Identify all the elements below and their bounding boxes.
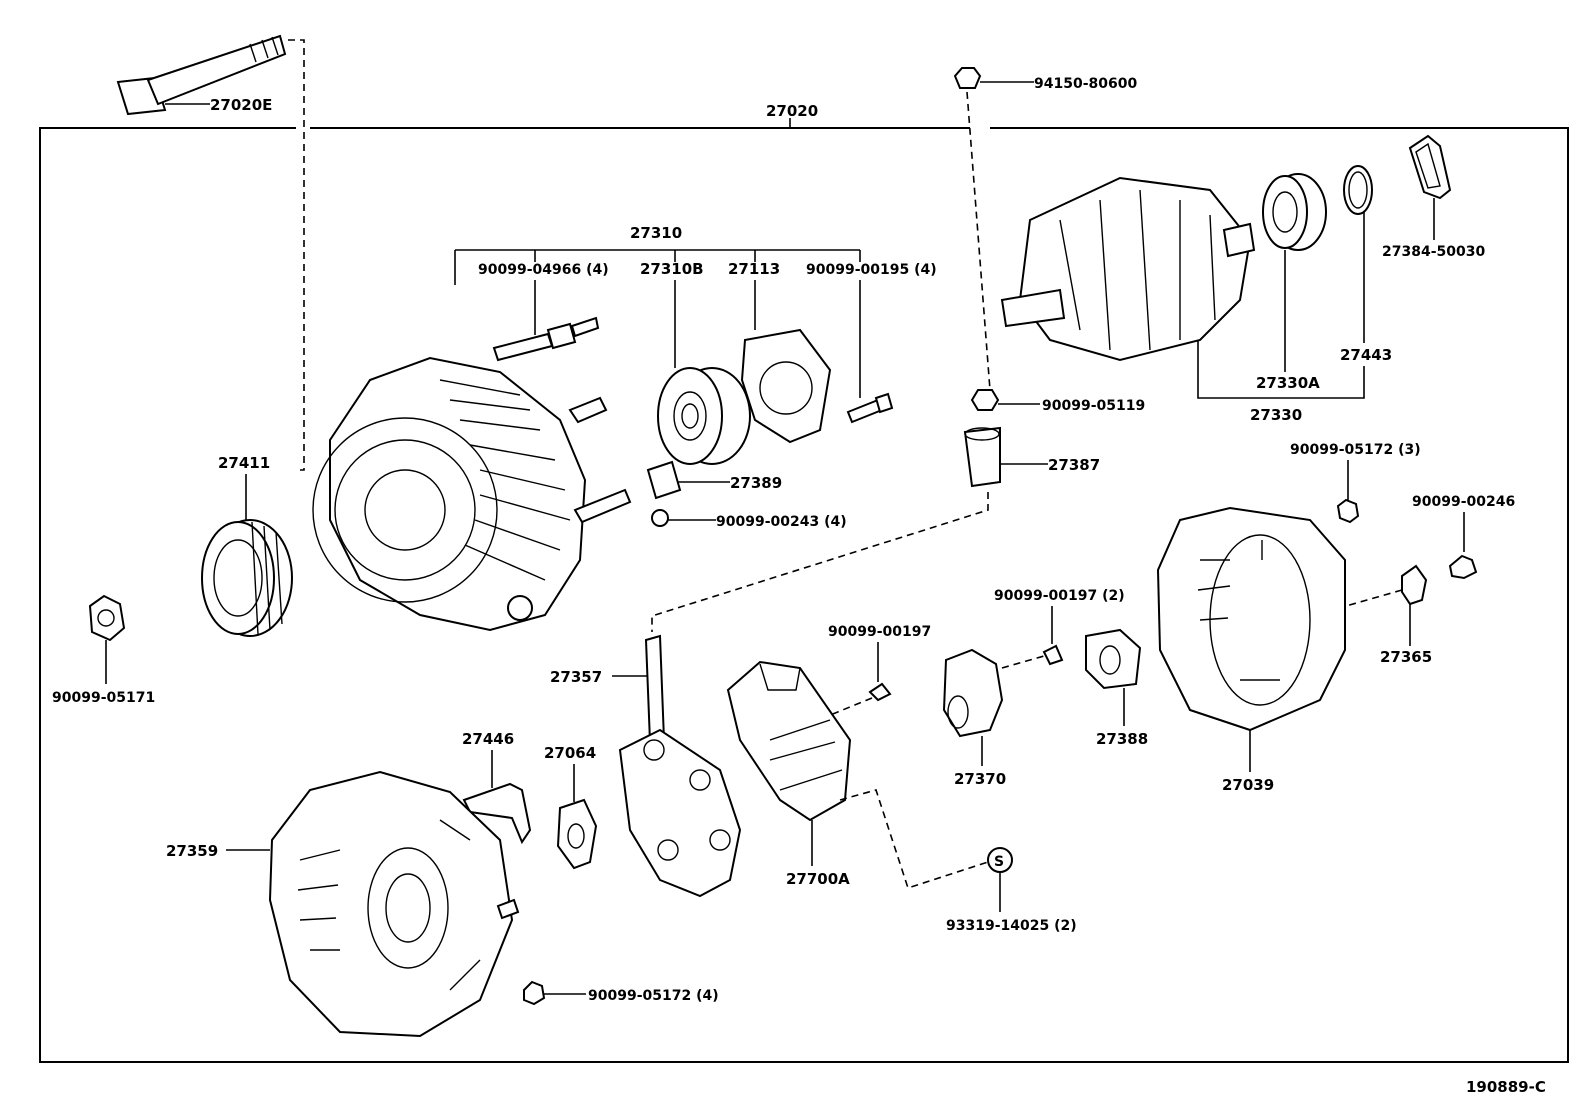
callout-27446[interactable]: 27446	[462, 730, 514, 748]
callout-27411[interactable]: 27411	[218, 454, 270, 472]
callout-27330[interactable]: 27330	[1250, 406, 1302, 424]
callout-90099-05171[interactable]: 90099-05171	[52, 690, 155, 706]
callout-27387[interactable]: 27387	[1048, 456, 1100, 474]
callout-27039[interactable]: 27039	[1222, 776, 1274, 794]
callout-27330A[interactable]: 27330A	[1256, 374, 1320, 392]
callout-94150-80600[interactable]: 94150-80600	[1034, 76, 1137, 92]
nut-05172-part[interactable]	[1336, 498, 1360, 524]
callout-90099-05119[interactable]: 90099-05119	[1042, 398, 1145, 414]
nut-94150-part[interactable]	[953, 67, 982, 89]
callout-27020[interactable]: 27020	[766, 102, 818, 120]
nut-00246-part[interactable]	[1448, 554, 1478, 580]
rear-bearing-part[interactable]	[1262, 173, 1327, 251]
brush-cover-part[interactable]	[1085, 628, 1142, 690]
callout-27384-50030[interactable]: 27384-50030	[1382, 244, 1485, 260]
terminal-bushing-part[interactable]	[1401, 564, 1428, 606]
screw-00195-part[interactable]	[846, 392, 894, 424]
callout-90099-00197-2[interactable]: 90099-00197 (2)	[994, 588, 1125, 604]
bracket-27330	[1197, 340, 1365, 399]
rectifier-holder-part[interactable]	[618, 634, 742, 898]
pulley-part[interactable]	[201, 519, 293, 637]
callout-90099-05172-4[interactable]: 90099-05172 (4)	[588, 988, 719, 1004]
s-mark-text: S	[994, 854, 1004, 870]
callout-27020E[interactable]: 27020E	[210, 96, 272, 114]
voltage-regulator-part[interactable]	[726, 660, 852, 822]
stud-bolt-part[interactable]	[492, 316, 600, 362]
terminal-cap-part[interactable]	[646, 460, 682, 500]
assembly-frame	[39, 127, 1569, 1063]
brush-holder-part[interactable]	[942, 648, 1004, 738]
screw-00197-2-part[interactable]	[1042, 644, 1064, 666]
washer-05119-part[interactable]	[970, 389, 1000, 411]
callout-27310[interactable]: 27310	[630, 224, 682, 242]
callout-27700A[interactable]: 27700A	[786, 870, 850, 888]
callout-90099-04966[interactable]: 90099-04966 (4)	[478, 262, 609, 278]
drive-end-frame-part[interactable]	[312, 356, 632, 632]
diagram-id: 190889-C	[1466, 1078, 1546, 1096]
rear-insulator-part[interactable]	[556, 798, 598, 870]
callout-90099-00195[interactable]: 90099-00195 (4)	[806, 262, 937, 278]
dash-94150	[966, 91, 991, 391]
callout-27365[interactable]: 27365	[1380, 648, 1432, 666]
callout-27064[interactable]: 27064	[544, 744, 596, 762]
callout-27370[interactable]: 27370	[954, 770, 1006, 788]
nut-00243-part[interactable]	[651, 509, 669, 527]
callout-27389[interactable]: 27389	[730, 474, 782, 492]
callout-90099-00197[interactable]: 90099-00197	[828, 624, 931, 640]
callout-27357[interactable]: 27357	[550, 668, 602, 686]
terminal-plate-part[interactable]	[462, 782, 532, 845]
callout-27310B[interactable]: 27310B	[640, 260, 704, 278]
retainer-plate-part[interactable]	[740, 328, 832, 444]
callout-90099-00243[interactable]: 90099-00243 (4)	[716, 514, 847, 530]
nut-05172-4-part[interactable]	[523, 980, 546, 1006]
insulator-part[interactable]	[1408, 134, 1452, 200]
callout-90099-05172-3[interactable]: 90099-05172 (3)	[1290, 442, 1421, 458]
rear-end-cover-part[interactable]	[1156, 506, 1346, 732]
callout-27443[interactable]: 27443	[1340, 346, 1392, 364]
callout-27359[interactable]: 27359	[166, 842, 218, 860]
rotor-part[interactable]	[1000, 176, 1256, 362]
pulley-nut-part[interactable]	[88, 594, 126, 642]
dash-bolt	[288, 39, 305, 471]
terminal-insulator-part[interactable]	[963, 426, 1001, 488]
callout-27113[interactable]: 27113	[728, 260, 780, 278]
end-cover-part[interactable]	[268, 770, 520, 1038]
through-bolt-part[interactable]	[116, 34, 287, 116]
callout-93319-14025[interactable]: 93319-14025 (2)	[946, 918, 1077, 934]
front-bearing-part[interactable]	[657, 367, 751, 465]
callout-90099-00246[interactable]: 90099-00246	[1412, 494, 1515, 510]
screw-00197-part[interactable]	[868, 682, 892, 702]
callout-27388[interactable]: 27388	[1096, 730, 1148, 748]
dash-27387	[651, 492, 989, 632]
bearing-cover-ring-part[interactable]	[1343, 165, 1373, 215]
